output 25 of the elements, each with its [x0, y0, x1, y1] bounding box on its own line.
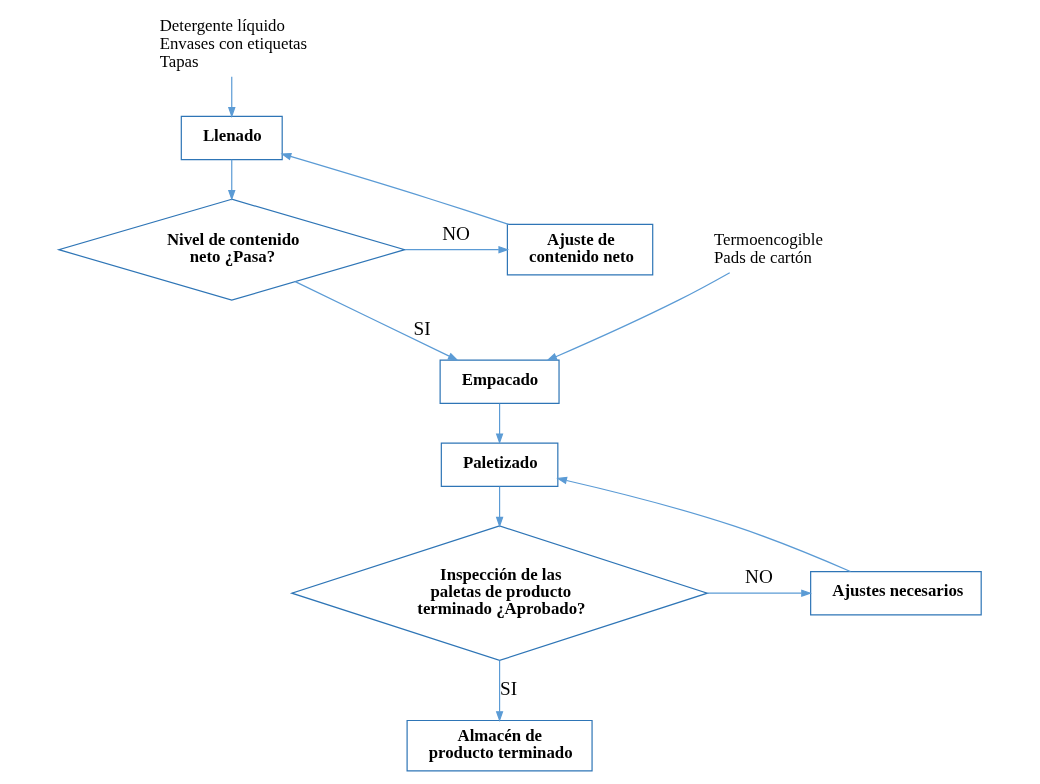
- arrow: [495, 486, 504, 528]
- edge-label: NO: [745, 566, 773, 588]
- node-box: Paletizado: [440, 442, 559, 487]
- node-box: Ajuste de contenido neto: [506, 223, 654, 276]
- node-box: Empacado: [439, 359, 560, 404]
- arrow: [404, 245, 510, 254]
- node-text: Termoencogible Pads de cartón: [713, 230, 823, 268]
- node-diamond: Nivel de contenido neto ¿Pasa?: [56, 198, 407, 301]
- edge-label: SI: [500, 678, 518, 700]
- node-box: Llenado: [180, 115, 283, 161]
- arrow: [227, 76, 236, 118]
- node-box: Almacén de producto terminado: [406, 719, 593, 772]
- arrow: [546, 272, 731, 361]
- arrow: [495, 660, 504, 723]
- node-diamond: Inspección de las paletas de producto terminado ¿Aprobado?: [289, 525, 710, 662]
- node-box: Ajustes necesarios: [810, 570, 982, 616]
- node-text: Detergente líquido Envases con etiquetas Tapas: [159, 16, 308, 72]
- arrow: [227, 159, 236, 201]
- edge-label: SI: [413, 317, 431, 339]
- arrow: [294, 281, 459, 361]
- arrow: [556, 476, 851, 573]
- arrow: [280, 152, 510, 225]
- arrow: [495, 403, 504, 445]
- edge-label: NO: [442, 222, 470, 244]
- arrow: [707, 589, 812, 597]
